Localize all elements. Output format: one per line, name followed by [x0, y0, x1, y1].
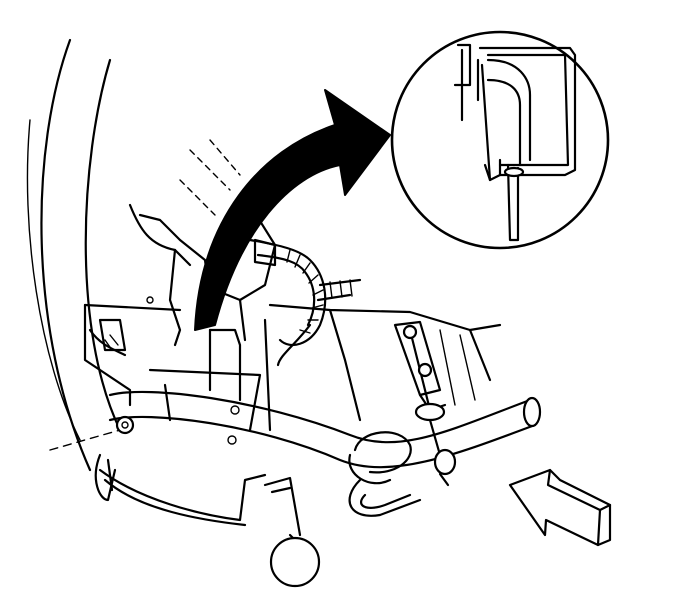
retaining-clip [94, 415, 267, 527]
view-arrow-icon [508, 468, 612, 547]
radiator-support-bar [108, 368, 542, 469]
hidden-lines [49, 139, 241, 451]
detail-callout [390, 30, 610, 250]
radiator-body [263, 303, 502, 432]
bolt-bracket [393, 320, 457, 487]
lower-left-bracket [83, 303, 182, 407]
pull-ring-pin [263, 476, 321, 588]
bar-clamp [348, 431, 422, 517]
harness-ribs [286, 249, 324, 334]
wiring-harness [248, 238, 362, 367]
callout-arrow-icon [194, 89, 391, 331]
body-panel [26, 38, 122, 472]
